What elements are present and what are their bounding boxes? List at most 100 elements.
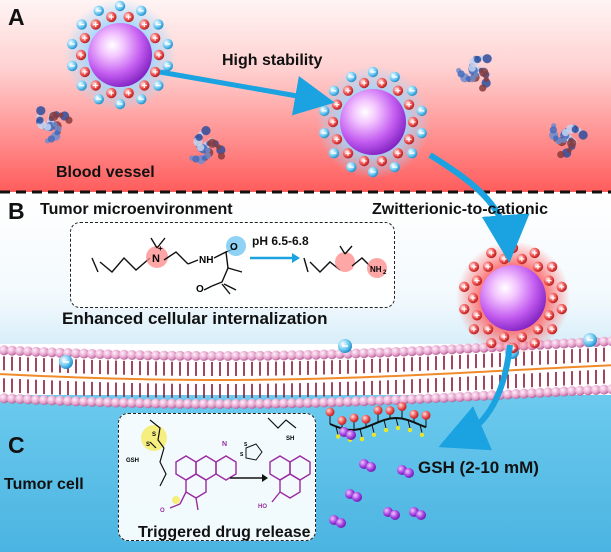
membrane-bead: [327, 397, 337, 408]
membrane-bead: [319, 397, 329, 408]
membrane-bead: [479, 390, 489, 401]
membrane-bead: [111, 397, 121, 408]
enhanced-internalization-label: Enhanced cellular internalization: [62, 309, 328, 328]
cationic-nanoparticle: [456, 241, 570, 355]
membrane-bead: [367, 347, 377, 358]
membrane-bead: [7, 393, 17, 404]
membrane-bead: [39, 395, 49, 406]
zwitterionic-to-cationic-label: Zwitterionic-to-cationic: [372, 201, 548, 218]
membrane-bead: [351, 396, 361, 407]
membrane-bead: [367, 395, 377, 406]
membrane-bead: [575, 337, 585, 348]
membrane-bead: [599, 336, 609, 347]
panel-c-label: C: [8, 432, 25, 458]
drug-molecule: [345, 489, 362, 502]
membrane-bead: [279, 350, 289, 361]
membrane-bead: [599, 384, 609, 395]
membrane-bead: [63, 396, 73, 407]
membrane-bead: [95, 397, 105, 408]
membrane-bead: [87, 396, 97, 407]
drug-molecule: [329, 515, 346, 528]
zwitterionic-nanoparticle-1: [64, 0, 176, 111]
membrane-bead: [119, 349, 129, 360]
membrane-bead: [399, 346, 409, 357]
membrane-bead: [375, 395, 385, 406]
membrane-bead: [415, 393, 425, 404]
membrane-bead: [559, 386, 569, 397]
membrane-bead: [423, 393, 433, 404]
membrane-bead: [519, 388, 529, 399]
membrane-bead: [79, 396, 89, 407]
membrane-bead: [159, 398, 169, 409]
blood-protein: [35, 106, 73, 144]
membrane-bead: [191, 398, 201, 409]
membrane-bead: [327, 349, 337, 360]
membrane-bead: [151, 398, 161, 409]
membrane-bead: [255, 398, 265, 409]
cell-membrane: [0, 333, 611, 409]
membrane-bead: [119, 397, 129, 408]
membrane-bead: [71, 348, 81, 359]
membrane-bead: [359, 348, 369, 359]
membrane-bead: [463, 343, 473, 354]
internalization-arrow: [438, 344, 513, 451]
membrane-bead: [103, 349, 113, 360]
membrane-bead: [143, 398, 153, 409]
membrane-bead: [383, 395, 393, 406]
membrane-bead: [471, 391, 481, 402]
membrane-bead: [455, 391, 465, 402]
membrane-bead: [127, 397, 137, 408]
membrane-bead: [311, 397, 321, 408]
membrane-bead: [239, 398, 249, 409]
gsh-concentration-label: GSH (2-10 mM): [418, 458, 539, 477]
zwitterionic-nanoparticle-2: [316, 65, 430, 179]
membrane-bead: [95, 349, 105, 360]
membrane-bead: [359, 396, 369, 407]
membrane-bead: [31, 346, 41, 357]
membrane-bead: [551, 338, 561, 349]
tumor-microenvironment-label: Tumor microenvironment: [40, 201, 233, 218]
membrane-bead: [127, 349, 137, 360]
membrane-bead: [207, 350, 217, 361]
membrane-bead: [511, 389, 521, 400]
membrane-bead: [271, 350, 281, 361]
membrane-bead: [15, 346, 25, 357]
panel-a-label: A: [8, 4, 25, 30]
membrane-bead: [215, 398, 225, 409]
membrane-bead: [159, 350, 169, 361]
membrane-bead: [199, 350, 209, 361]
membrane-bead: [567, 338, 577, 349]
membrane-bead: [47, 347, 57, 358]
membrane-bead: [471, 343, 481, 354]
membrane-bead: [271, 398, 281, 409]
tumor-cell-label: Tumor cell: [4, 476, 84, 493]
membrane-bead: [183, 398, 193, 409]
membrane-bead: [135, 350, 145, 361]
membrane-bead: [591, 384, 601, 395]
membrane-bead: [431, 345, 441, 356]
membrane-bead: [503, 389, 513, 400]
blood-proteins: [35, 54, 588, 165]
membrane-bead: [295, 398, 305, 409]
membrane-bead: [39, 347, 49, 358]
membrane-bead: [215, 350, 225, 361]
high-stability-label: High stability: [222, 52, 323, 69]
membrane-bead: [311, 349, 321, 360]
membrane-bead: [287, 398, 297, 409]
membrane-bead: [135, 398, 145, 409]
membrane-bead: [391, 346, 401, 357]
nanoparticle-core: [340, 89, 406, 155]
membrane-bead: [143, 350, 153, 361]
membrane-bead: [295, 350, 305, 361]
membrane-bead: [303, 397, 313, 408]
negative-charge-bead: [59, 355, 73, 369]
membrane-bead: [207, 398, 217, 409]
zwitterionic-to-cationic-arrow: [428, 152, 530, 263]
membrane-bead: [343, 396, 353, 407]
membrane-bead: [191, 350, 201, 361]
blood-protein: [189, 126, 226, 165]
membrane-bead: [391, 394, 401, 405]
membrane-bead: [79, 348, 89, 359]
membrane-bead: [375, 347, 385, 358]
